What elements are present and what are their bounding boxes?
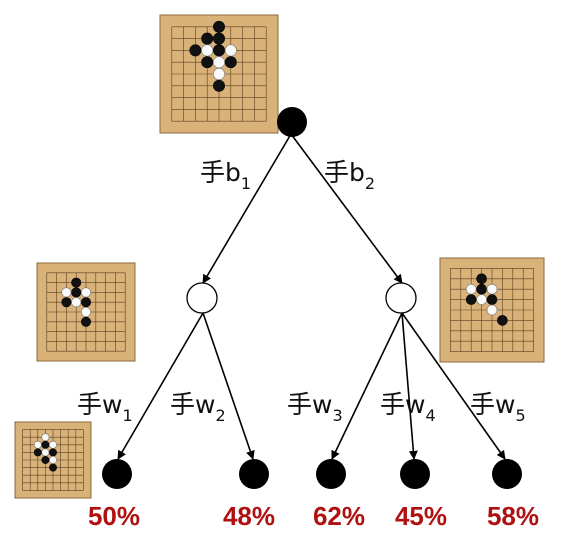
white-stone-icon [201, 44, 214, 57]
edge-right-to-leaf4 [401, 312, 418, 460]
white-stone-icon [71, 297, 82, 308]
white-stone-icon [80, 287, 92, 298]
win-rate-label: 48% [223, 501, 275, 531]
left-node-white-stone [186, 282, 218, 314]
move-label-b2: 手b2 [324, 158, 375, 193]
white-stone-icon [224, 44, 237, 57]
black-stone-icon [41, 456, 50, 464]
root-node-black-stone [277, 107, 307, 137]
black-stone-icon [61, 297, 72, 308]
leaf-node-black-stone [316, 459, 346, 489]
black-stone-icon [213, 20, 225, 33]
win-rate-label: 58% [487, 501, 539, 531]
white-stone-icon [80, 306, 92, 318]
black-stone-icon [486, 294, 498, 305]
win-rate-label: 50% [88, 501, 140, 531]
move-label-w5: 手w5 [470, 390, 526, 425]
black-stone-icon [497, 315, 508, 326]
move-label-w4: 手w4 [380, 390, 436, 425]
black-stone-icon [80, 316, 92, 327]
move-label-w1: 手w1 [77, 390, 133, 425]
right-branch-board-position-image [439, 257, 545, 363]
white-stone-icon [41, 448, 50, 457]
black-stone-icon [476, 283, 487, 295]
leaf-node-black-stone [400, 459, 430, 489]
edge-right-to-leaf3 [331, 312, 403, 460]
white-stone-icon [213, 68, 225, 80]
black-stone-icon [213, 79, 225, 92]
black-stone-icon [201, 32, 214, 45]
edge-left-to-leaf2 [202, 312, 255, 460]
white-stone-icon [486, 304, 498, 316]
black-stone-icon [41, 440, 50, 449]
white-stone-icon [49, 456, 57, 464]
white-stone-icon [465, 283, 477, 295]
white-stone-icon [213, 56, 225, 69]
white-stone-icon [33, 440, 42, 449]
black-stone-icon [201, 56, 214, 69]
black-stone-icon [213, 32, 225, 45]
black-stone-icon [224, 56, 237, 69]
move-label-w3: 手w3 [287, 390, 343, 425]
black-stone-icon [71, 287, 82, 298]
black-stone-icon [465, 294, 477, 305]
white-stone-icon [49, 440, 57, 449]
black-stone-icon [49, 463, 57, 472]
edge-root-to-right [290, 133, 403, 284]
black-stone-icon [49, 448, 57, 457]
black-stone-icon [213, 44, 225, 57]
leaf-node-black-stone [102, 459, 132, 489]
root-board-position-image [159, 14, 279, 134]
black-stone-icon [33, 448, 42, 457]
move-label-w2: 手w2 [170, 390, 226, 425]
white-stone-icon [476, 294, 487, 305]
edge-right-to-leaf5 [401, 312, 506, 460]
white-stone-icon [61, 287, 72, 298]
edge-left-to-leaf1 [117, 312, 204, 460]
tree-edges [117, 133, 506, 460]
left-branch-board-position-image [36, 262, 136, 362]
white-stone-icon [41, 433, 50, 442]
win-rate-label: 62% [313, 501, 365, 531]
leaf-node-black-stone [239, 459, 269, 489]
move-label-b1: 手b1 [200, 158, 251, 193]
black-stone-icon [71, 277, 82, 288]
leaf-node-black-stone [492, 459, 522, 489]
black-stone-icon [189, 44, 202, 57]
edge-root-to-left [202, 133, 292, 284]
leaf-board-position-image [14, 421, 92, 499]
win-rate-label: 45% [395, 501, 447, 531]
black-stone-icon [80, 297, 92, 308]
white-stone-icon [486, 283, 498, 295]
black-stone-icon [476, 273, 487, 285]
right-node-white-stone [385, 282, 417, 314]
